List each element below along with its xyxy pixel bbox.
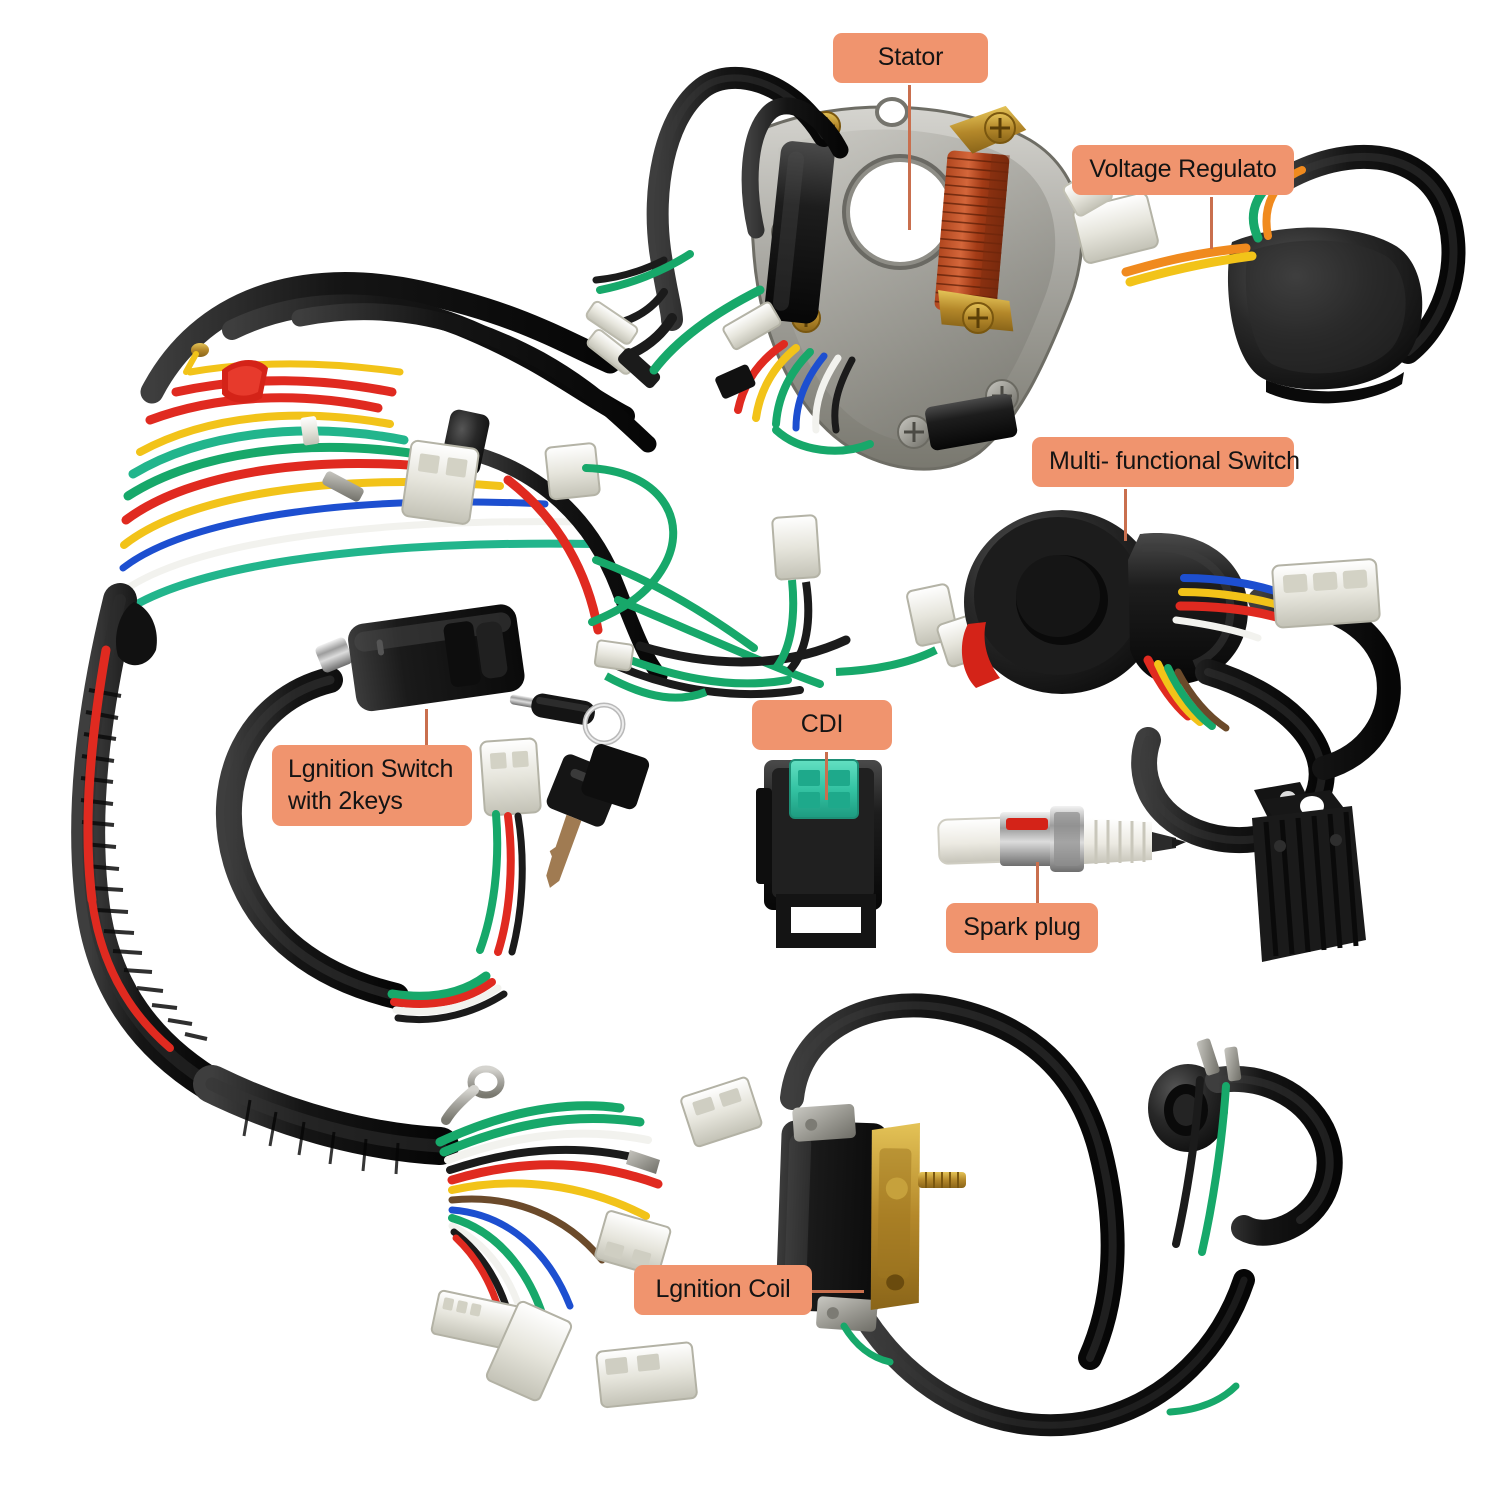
callout-ignition-coil[interactable]: Lgnition Coil	[634, 1265, 812, 1315]
harness-connectors-lower	[430, 1076, 763, 1409]
part-voltage-regulator	[1062, 144, 1466, 404]
leader-voltage-regulator	[1210, 197, 1213, 249]
leader-ignition-switch	[425, 709, 428, 749]
callout-ignition-switch[interactable]: Lgnition Switch with 2keys	[272, 745, 472, 826]
part-rectifier-block	[1252, 790, 1366, 962]
leader-multi-functional-switch	[1124, 489, 1127, 541]
part-wiring-harness	[71, 272, 1018, 1409]
callout-spark-plug[interactable]: Spark plug	[946, 903, 1098, 953]
leader-ignition-coil	[812, 1290, 864, 1293]
callout-stator[interactable]: Stator	[833, 33, 988, 83]
leader-stator	[908, 85, 911, 230]
part-ignition-switch	[215, 604, 650, 1024]
callout-voltage-regulator[interactable]: Voltage Regulato	[1072, 145, 1294, 195]
callout-multi-functional-switch[interactable]: Multi- functional Switch	[1032, 437, 1300, 487]
callout-cdi[interactable]: CDI	[752, 700, 892, 750]
part-spark-plug-cap	[1148, 1038, 1343, 1256]
leader-cdi	[825, 752, 828, 800]
part-spark-plug	[937, 806, 1186, 872]
part-multi-functional-switch	[961, 510, 1401, 853]
part-cdi-box	[756, 759, 882, 948]
part-ignition-coil	[775, 993, 1255, 1437]
part-stator	[585, 66, 1084, 471]
leader-spark-plug	[1036, 862, 1039, 904]
